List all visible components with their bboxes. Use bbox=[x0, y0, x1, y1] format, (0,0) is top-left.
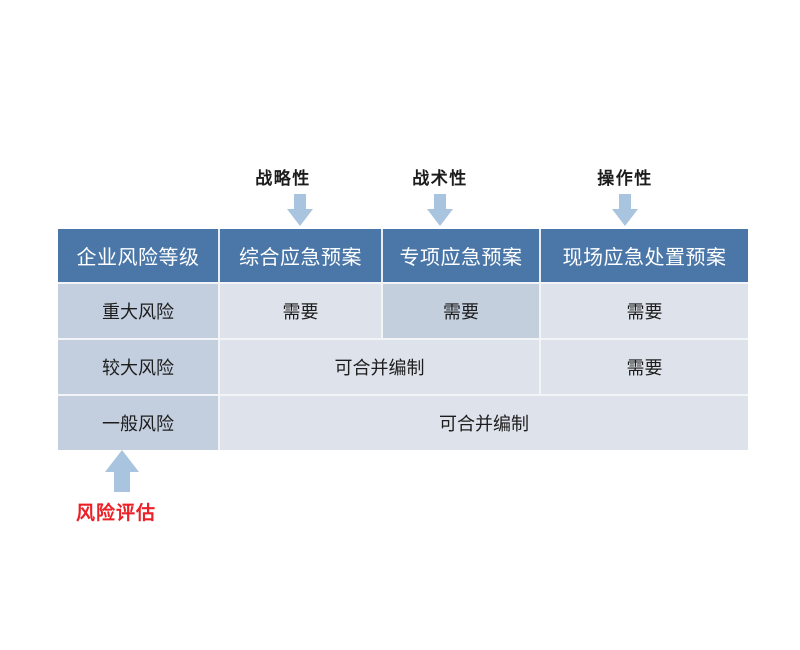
annotation-label-strategic: 战略性 bbox=[255, 169, 311, 188]
cell-major-special: 需要 bbox=[383, 282, 541, 338]
annotation-label-tactical: 战术性 bbox=[412, 169, 468, 188]
arrow-head bbox=[427, 209, 453, 226]
footnote-label-risk-assessment: 风险评估 bbox=[76, 503, 157, 524]
table-header: 企业风险等级 综合应急预案 专项应急预案 现场应急处置预案 bbox=[58, 229, 748, 282]
arrow-down-icon-operational bbox=[612, 194, 638, 226]
cell-general-merged-plans: 可合并编制 bbox=[220, 394, 748, 450]
column-header-onsite-plan: 现场应急处置预案 bbox=[541, 229, 748, 282]
row-header-major-risk: 重大风险 bbox=[58, 282, 220, 338]
arrow-shaft bbox=[434, 194, 446, 211]
table-body: 重大风险 需要 需要 需要 较大风险 可合并编制 需要 一般风险 可合并编制 bbox=[58, 282, 748, 450]
arrow-head bbox=[105, 450, 139, 472]
table-row: 重大风险 需要 需要 需要 bbox=[58, 282, 748, 338]
table-row: 一般风险 可合并编制 bbox=[58, 394, 748, 450]
arrow-head bbox=[612, 209, 638, 226]
arrow-shaft bbox=[619, 194, 631, 211]
cell-significant-onsite: 需要 bbox=[541, 338, 748, 394]
arrow-head bbox=[287, 209, 313, 226]
arrow-shaft bbox=[114, 470, 130, 492]
arrow-down-icon-tactical bbox=[427, 194, 453, 226]
cell-major-onsite: 需要 bbox=[541, 282, 748, 338]
arrow-down-icon-strategic bbox=[287, 194, 313, 226]
cell-significant-merged-plans: 可合并编制 bbox=[220, 338, 541, 394]
arrow-up-icon-risk-assessment bbox=[105, 450, 139, 492]
annotation-label-operational: 操作性 bbox=[597, 169, 653, 188]
cell-major-comprehensive: 需要 bbox=[220, 282, 383, 338]
risk-plan-matrix-table: 企业风险等级 综合应急预案 专项应急预案 现场应急处置预案 重大风险 需要 需要… bbox=[58, 229, 748, 450]
table-row: 较大风险 可合并编制 需要 bbox=[58, 338, 748, 394]
column-header-special-plan: 专项应急预案 bbox=[383, 229, 541, 282]
column-header-risk-level: 企业风险等级 bbox=[58, 229, 220, 282]
row-header-significant-risk: 较大风险 bbox=[58, 338, 220, 394]
column-header-comprehensive-plan: 综合应急预案 bbox=[220, 229, 383, 282]
table-header-row: 企业风险等级 综合应急预案 专项应急预案 现场应急处置预案 bbox=[58, 229, 748, 282]
row-header-general-risk: 一般风险 bbox=[58, 394, 220, 450]
arrow-shaft bbox=[294, 194, 306, 211]
